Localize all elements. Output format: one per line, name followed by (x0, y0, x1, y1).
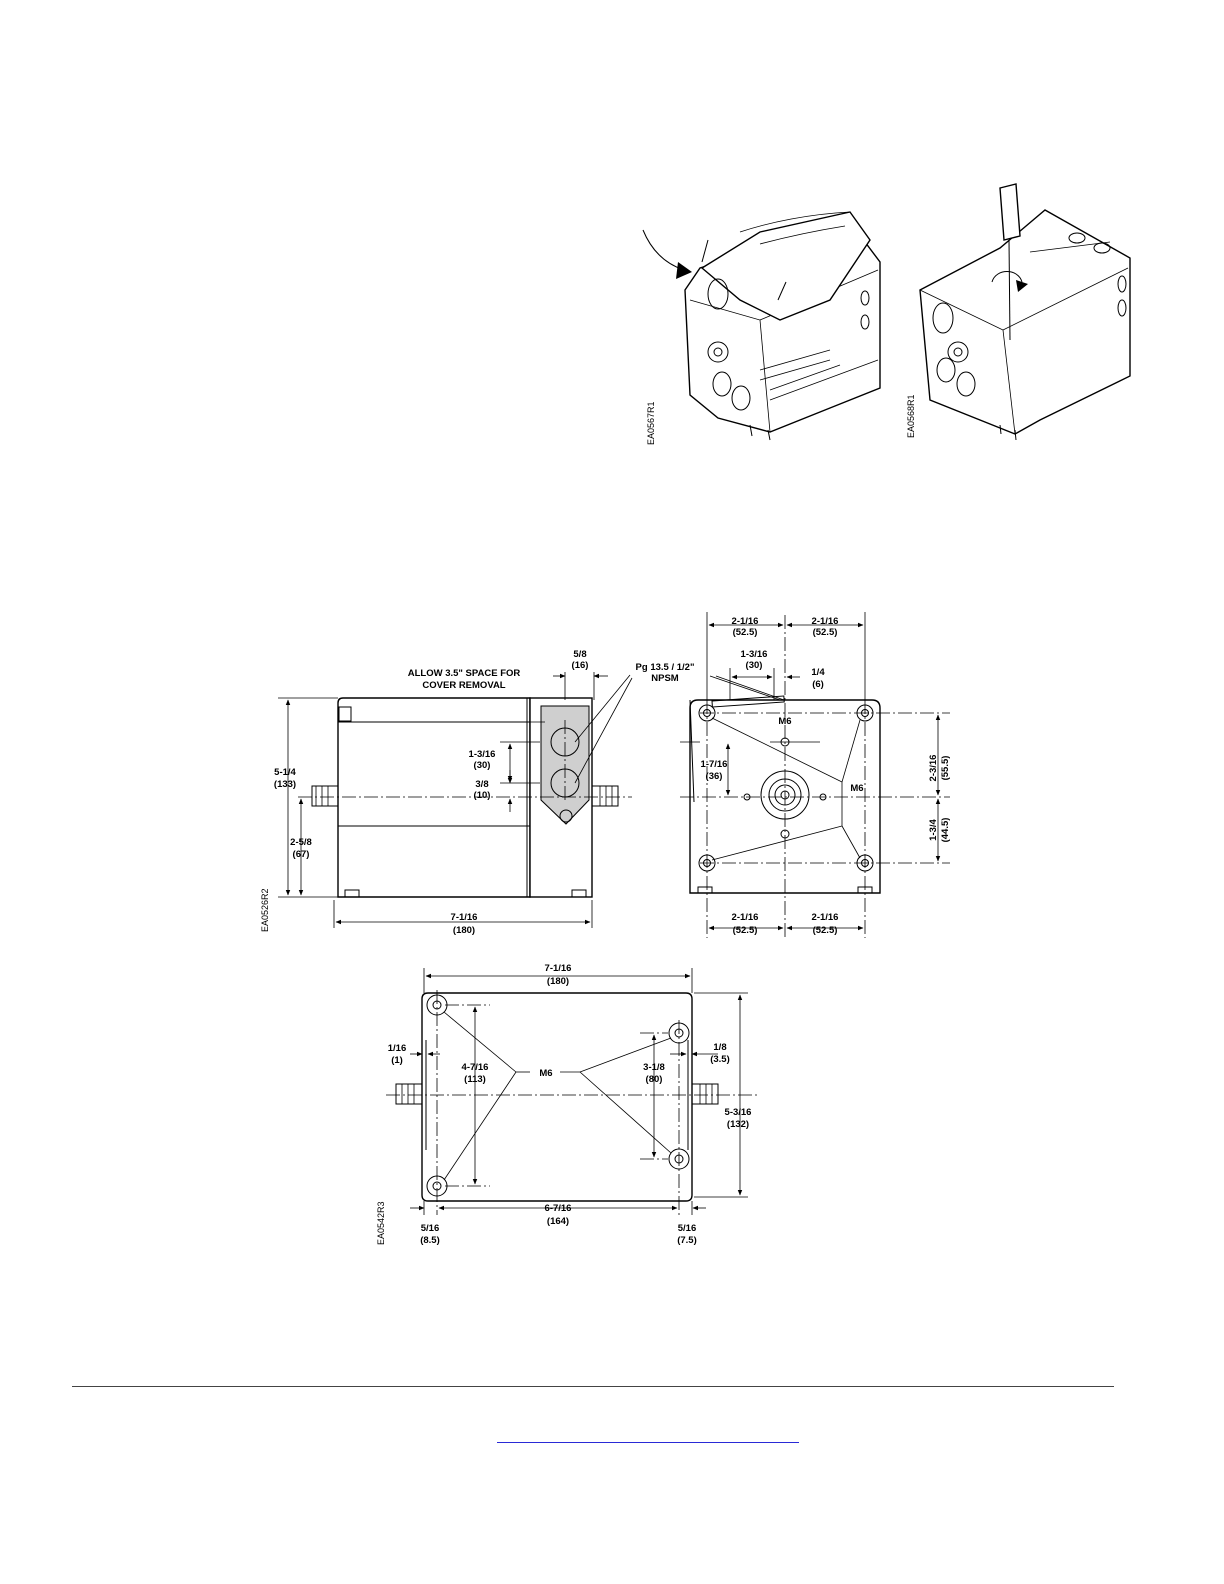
screwdriver-icon (999, 183, 1021, 241)
footer-link[interactable] (497, 1432, 799, 1443)
dim-label: (1) (391, 1055, 403, 1066)
screwdriver-illustration: EA0568R1 (906, 183, 1131, 441)
dim-label: (55.5) (940, 756, 951, 781)
dim-label: (44.5) (940, 818, 951, 843)
cover-note: COVER REMOVAL (422, 680, 505, 691)
cover-note: ALLOW 3.5" SPACE FOR (408, 668, 521, 679)
dim-label: 4-7/16 (462, 1062, 489, 1073)
dim-label: 1-3/16 (741, 649, 768, 660)
side-view-drawing: 2-1/16 (52.5) 2-1/16 (52.5) 1-3/16 (30) … (680, 612, 951, 938)
dim-label: 1/4 (811, 667, 825, 678)
dim-label: 6-7/16 (545, 1203, 572, 1214)
dim-label: (133) (274, 779, 296, 790)
dim-label: M6 (850, 783, 863, 794)
dim-label: 7-1/16 (451, 912, 478, 923)
dim-label: (10) (474, 790, 491, 801)
dim-label: (16) (572, 660, 589, 671)
dim-label: M6 (778, 716, 791, 727)
dim-label: 7-1/16 (545, 963, 572, 974)
dim-label: (80) (646, 1074, 663, 1085)
figure-code: EA0568R1 (906, 394, 916, 438)
dim-label: (52.5) (733, 627, 758, 638)
front-view-drawing: ALLOW 3.5" SPACE FOR COVER REMOVAL 5/8 (… (260, 649, 694, 936)
dim-label: 1-7/16 (701, 759, 728, 770)
dim-label: 5/16 (421, 1223, 440, 1234)
dim-label: (180) (547, 976, 569, 987)
dim-label: 2-3/16 (928, 755, 939, 782)
conduit-label: Pg 13.5 / 1/2" (636, 662, 695, 673)
dim-label: 1-3/16 (469, 749, 496, 760)
dim-label: (3.5) (710, 1054, 730, 1065)
dim-label: (8.5) (420, 1235, 440, 1246)
dim-label: (7.5) (677, 1235, 697, 1246)
dim-label: (30) (474, 760, 491, 771)
dim-label: 2-5/8 (290, 837, 312, 848)
dim-label: 5-3/16 (725, 1107, 752, 1118)
figure-code: EA0542R3 (376, 1201, 386, 1245)
dim-label: M6 (539, 1068, 552, 1079)
dim-label: (180) (453, 925, 475, 936)
dim-label: (30) (746, 660, 763, 671)
figure-code: EA0526R2 (260, 888, 270, 932)
dim-label: (164) (547, 1216, 569, 1227)
dim-label: 5/16 (678, 1223, 697, 1234)
cover-removal-illustration: EA0567R1 (642, 211, 881, 445)
dim-label: 1/16 (388, 1043, 407, 1054)
dim-label: (52.5) (733, 925, 758, 936)
dim-label: 2-1/16 (812, 912, 839, 923)
dim-label: (52.5) (813, 627, 838, 638)
dim-label: (67) (293, 849, 310, 860)
dim-label: 1-3/4 (928, 818, 939, 840)
conduit-label: NPSM (651, 673, 679, 684)
dim-label: 3-1/8 (643, 1062, 665, 1073)
rotate-arrow-icon (991, 271, 1023, 283)
dim-label: 2-1/16 (732, 912, 759, 923)
footer-rule (72, 1386, 1114, 1387)
dim-label: 5-1/4 (274, 767, 296, 778)
dim-label: 2-1/16 (812, 616, 839, 627)
dim-label: 3/8 (475, 779, 488, 790)
dim-label: (113) (464, 1074, 486, 1085)
dim-label: (52.5) (813, 925, 838, 936)
dim-label: (132) (727, 1119, 749, 1130)
dim-label: (36) (706, 771, 723, 782)
dim-label: 2-1/16 (732, 616, 759, 627)
dim-label: (6) (812, 679, 824, 690)
figure-code: EA0567R1 (646, 401, 656, 445)
dim-label: 5/8 (573, 649, 586, 660)
dim-label: 1/8 (713, 1042, 726, 1053)
bottom-view-drawing: 7-1/16 (180) 1/16 (1) 4-7/16 (113) M6 3-… (376, 963, 760, 1246)
